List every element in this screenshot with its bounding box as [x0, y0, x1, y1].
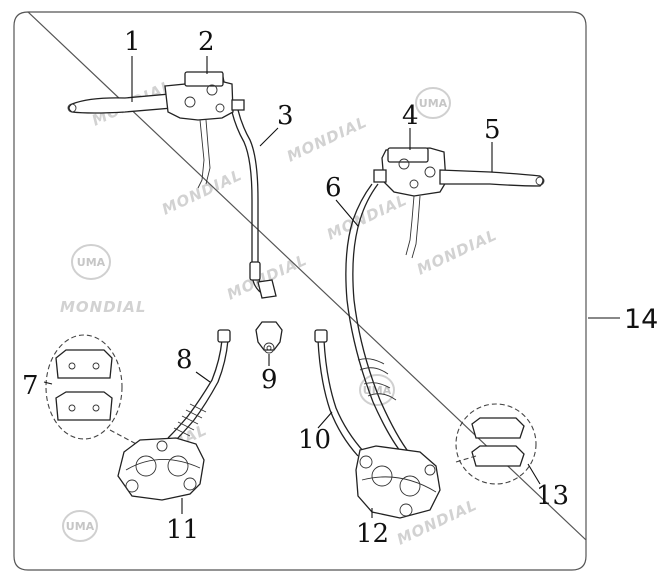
front-left-brake-caliper	[117, 437, 205, 501]
banjo-tee-fitting	[255, 321, 283, 354]
callout-13: 13	[536, 481, 569, 511]
front-right-brake-hose	[317, 339, 359, 457]
left-brake-lever-assembly	[67, 71, 245, 189]
callout-5: 5	[484, 115, 501, 145]
callout-7: 7	[22, 371, 39, 401]
brake-pad-set-right	[455, 403, 537, 485]
mondial-watermark: MONDIAL	[159, 166, 245, 219]
uma-logo-text: UMA	[419, 97, 448, 110]
right-brake-hose	[352, 183, 411, 455]
uma-logo-watermark: UMA	[415, 87, 451, 119]
callout-2: 2	[198, 27, 215, 57]
callout-10: 10	[298, 425, 331, 455]
callout-8: 8	[176, 345, 193, 375]
callouts: 1 2 3 4 5 6 7 8 9 10 11 12 13 14	[22, 27, 658, 549]
callout-11: 11	[166, 515, 199, 545]
uma-logo-watermark: UMA	[62, 510, 98, 542]
leader-lines	[131, 56, 541, 518]
mondial-watermark: MONDIAL	[414, 226, 500, 279]
callout-4: 4	[402, 101, 419, 131]
uma-logo-text: UMA	[66, 520, 95, 533]
callout-1: 1	[124, 27, 141, 57]
callout-12: 12	[356, 519, 389, 549]
uma-logo-text: UMA	[77, 256, 106, 269]
mondial-watermark: MONDIAL	[60, 298, 146, 316]
front-right-brake-caliper	[355, 445, 441, 519]
right-brake-lever	[439, 169, 544, 187]
callout-14: 14	[624, 304, 658, 335]
callout-6: 6	[325, 173, 342, 203]
assembly-frame	[13, 11, 587, 571]
uma-logo-watermark: UMA	[71, 244, 111, 280]
front-left-brake-hose	[167, 339, 223, 439]
brake-pad-set-left	[43, 334, 123, 440]
callout-9: 9	[261, 365, 278, 395]
callout-3: 3	[277, 101, 294, 131]
left-brake-lever	[68, 93, 173, 114]
mondial-watermark: MONDIAL	[284, 113, 370, 166]
right-brake-lever-assembly	[373, 147, 545, 259]
